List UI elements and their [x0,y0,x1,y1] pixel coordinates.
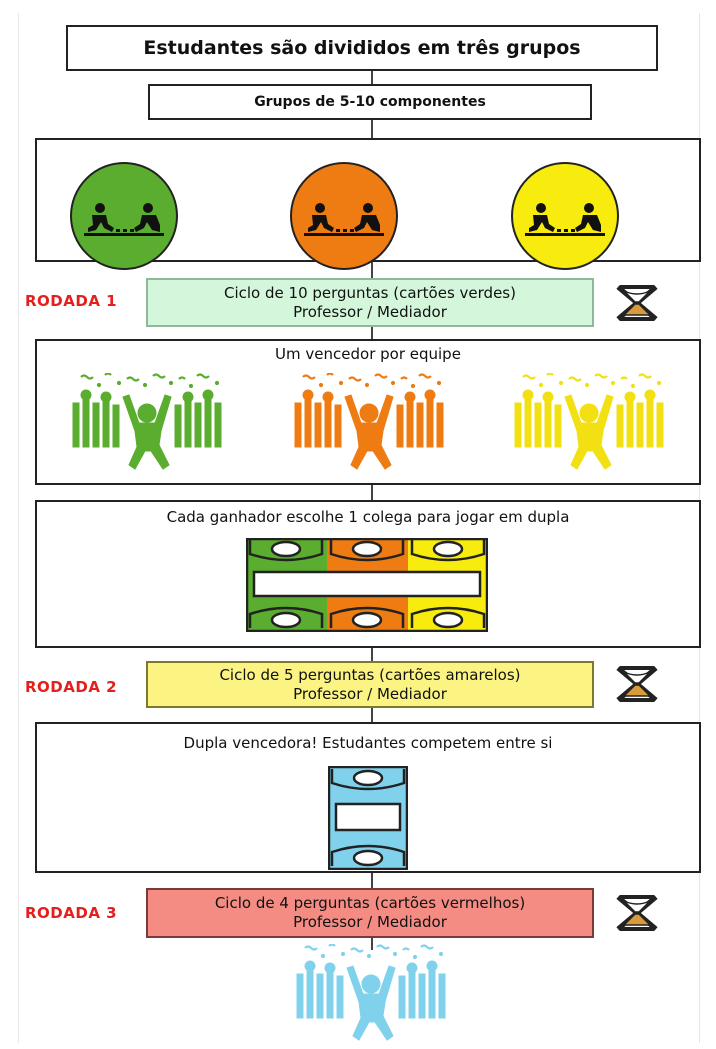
green-group-circle [70,162,178,270]
round-3-label: RODADA 3 [25,904,118,922]
final-pair-title: Dupla vencedora! Estudantes competem ent… [183,734,553,752]
round-1-label: RODADA 1 [25,292,118,310]
hourglass-icon [612,283,662,323]
connector-line [371,71,373,84]
connector-line [371,873,373,888]
two-people-playing-icon [304,203,384,236]
group-size-box: Grupos de 5-10 componentes [148,84,592,120]
celebrating-crowd-icon [295,944,447,1042]
round-3-mediator-text: Professor / Mediador [293,913,447,931]
celebrating-crowd-icon [293,373,445,471]
round-2-cycle-box: Ciclo de 5 perguntas (cartões amarelos) … [146,661,594,708]
round-1-mediator-text: Professor / Mediador [293,302,447,321]
pairs-title: Cada ganhador escolhe 1 colega para joga… [166,508,570,526]
connector-line [371,708,373,722]
celebrating-crowd-icon [71,373,223,471]
round-1-cycle-text: Ciclo de 10 perguntas (cartões verdes) [224,283,516,302]
hourglass-icon [612,664,662,704]
two-people-playing-icon [84,203,164,236]
orange-group-circle [290,162,398,270]
pairs-box: Cada ganhador escolhe 1 colega para joga… [35,500,701,648]
winners-title: Um vencedor por equipe [275,345,461,363]
round-2-cycle-text: Ciclo de 5 perguntas (cartões amarelos) [219,665,521,684]
connector-line [371,120,373,138]
winners-box: Um vencedor por equipe [35,339,701,485]
round-3-cycle-text: Ciclo de 4 perguntas (cartões vermelhos) [214,894,526,912]
connector-line [371,485,373,500]
diagram-title: Estudantes são divididos em três grupos [66,25,658,71]
connector-line [371,648,373,661]
round-2-mediator-text: Professor / Mediador [293,684,447,703]
round-1-cycle-box: Ciclo de 10 perguntas (cartões verdes) P… [146,278,594,327]
yellow-group-circle [511,162,619,270]
final-pair-box: Dupla vencedora! Estudantes competem ent… [35,722,701,873]
connector-line [371,262,373,278]
two-people-playing-icon [525,203,605,236]
celebrating-crowd-icon [513,373,665,471]
connector-line [371,938,373,950]
groups-box [35,138,701,270]
game-board-icon [328,766,408,870]
round-3-cycle-box: Ciclo de 4 perguntas (cartões vermelhos)… [146,888,594,938]
hourglass-icon [612,893,662,933]
round-2-label: RODADA 2 [25,678,118,696]
game-board-icon [246,538,488,632]
connector-line [371,327,373,339]
